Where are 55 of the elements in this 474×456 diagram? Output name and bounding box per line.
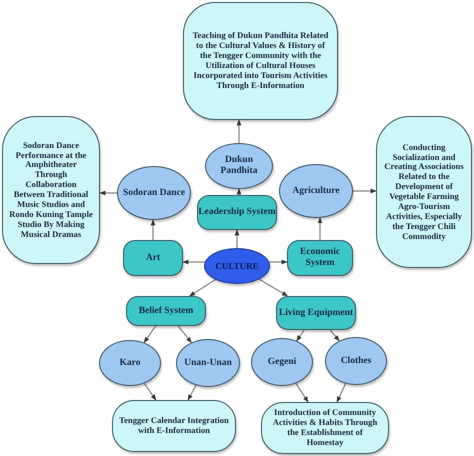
arrow: [336, 383, 346, 403]
arrow: [353, 188, 377, 194]
arrow: [144, 326, 156, 344]
arrow: [236, 119, 242, 143]
outcome-box: [2, 116, 100, 264]
outcome-box: [261, 402, 389, 454]
arrow: [182, 260, 205, 264]
arrow: [295, 383, 309, 402]
node-label: Living Equipment: [278, 308, 354, 318]
node-label: CULTURE: [215, 260, 259, 272]
topic-ellipse: [176, 339, 240, 387]
node-label: Leadership System: [198, 207, 276, 218]
topic-ellipse: [325, 337, 387, 385]
node-label: Sodoran Dance: [122, 188, 186, 198]
category-box: [276, 296, 356, 330]
node-label: Dukun Pandhita: [220, 155, 258, 177]
topic-ellipse: [205, 143, 273, 189]
node-label: Conducting Socialization and Creating Associations Related to the Development of Vegetable Farming Agro-Tourism Activities, Especially the Tengger Chili Commodity: [383, 142, 465, 242]
node-label: Tengger Calendar Integration with E-Information: [119, 416, 229, 436]
arrow: [236, 188, 242, 195]
category-box: [287, 240, 353, 276]
topic-ellipse: [117, 166, 191, 220]
node-label: Karo: [120, 358, 140, 368]
topic-ellipse: [99, 340, 161, 386]
arrow: [189, 279, 216, 296]
arrow: [150, 219, 156, 240]
arrow: [234, 229, 240, 248]
node-label: Teaching of Dukun Pandhita Related to the Cultural Values & History of the Tengger Community with the Utilization of Cultural Houses Incorporated into Tourism Activities Through E-Information: [192, 31, 330, 91]
category-box: [123, 240, 183, 276]
arrow: [259, 278, 288, 297]
node-label: Economic System: [298, 247, 342, 269]
node-label: Art: [146, 252, 160, 264]
node-label: Clothes: [340, 356, 372, 366]
node-label: Unan-Unan: [184, 358, 232, 368]
arrow: [318, 217, 322, 240]
center-ellipse: [204, 248, 270, 284]
arrow: [99, 190, 117, 196]
node-label: Gegeni: [268, 356, 296, 368]
category-box: [126, 296, 206, 326]
arrow: [178, 326, 192, 343]
arrow: [296, 330, 305, 342]
outcome-box: [183, 2, 338, 120]
category-box: [197, 195, 277, 230]
outcome-box: [112, 400, 236, 452]
arrow: [144, 383, 156, 400]
arrow: [330, 330, 340, 342]
arrow: [188, 384, 197, 401]
node-label: Agriculture: [292, 186, 340, 196]
node-label: Belief System: [138, 306, 194, 316]
arrow: [269, 260, 288, 264]
node-label: Sodoran Dance Performance at the Amphitheater Through Collaboration Between Traditional Music Studios and Rondo Kuning Tample Studio By Making Musical Dramas: [9, 140, 93, 240]
node-label: Introduction of Community Activities & Habits Through the Establishment of Homestay: [272, 408, 378, 448]
topic-ellipse: [251, 338, 313, 386]
topic-ellipse: [279, 164, 353, 218]
outcome-box: [376, 116, 472, 268]
